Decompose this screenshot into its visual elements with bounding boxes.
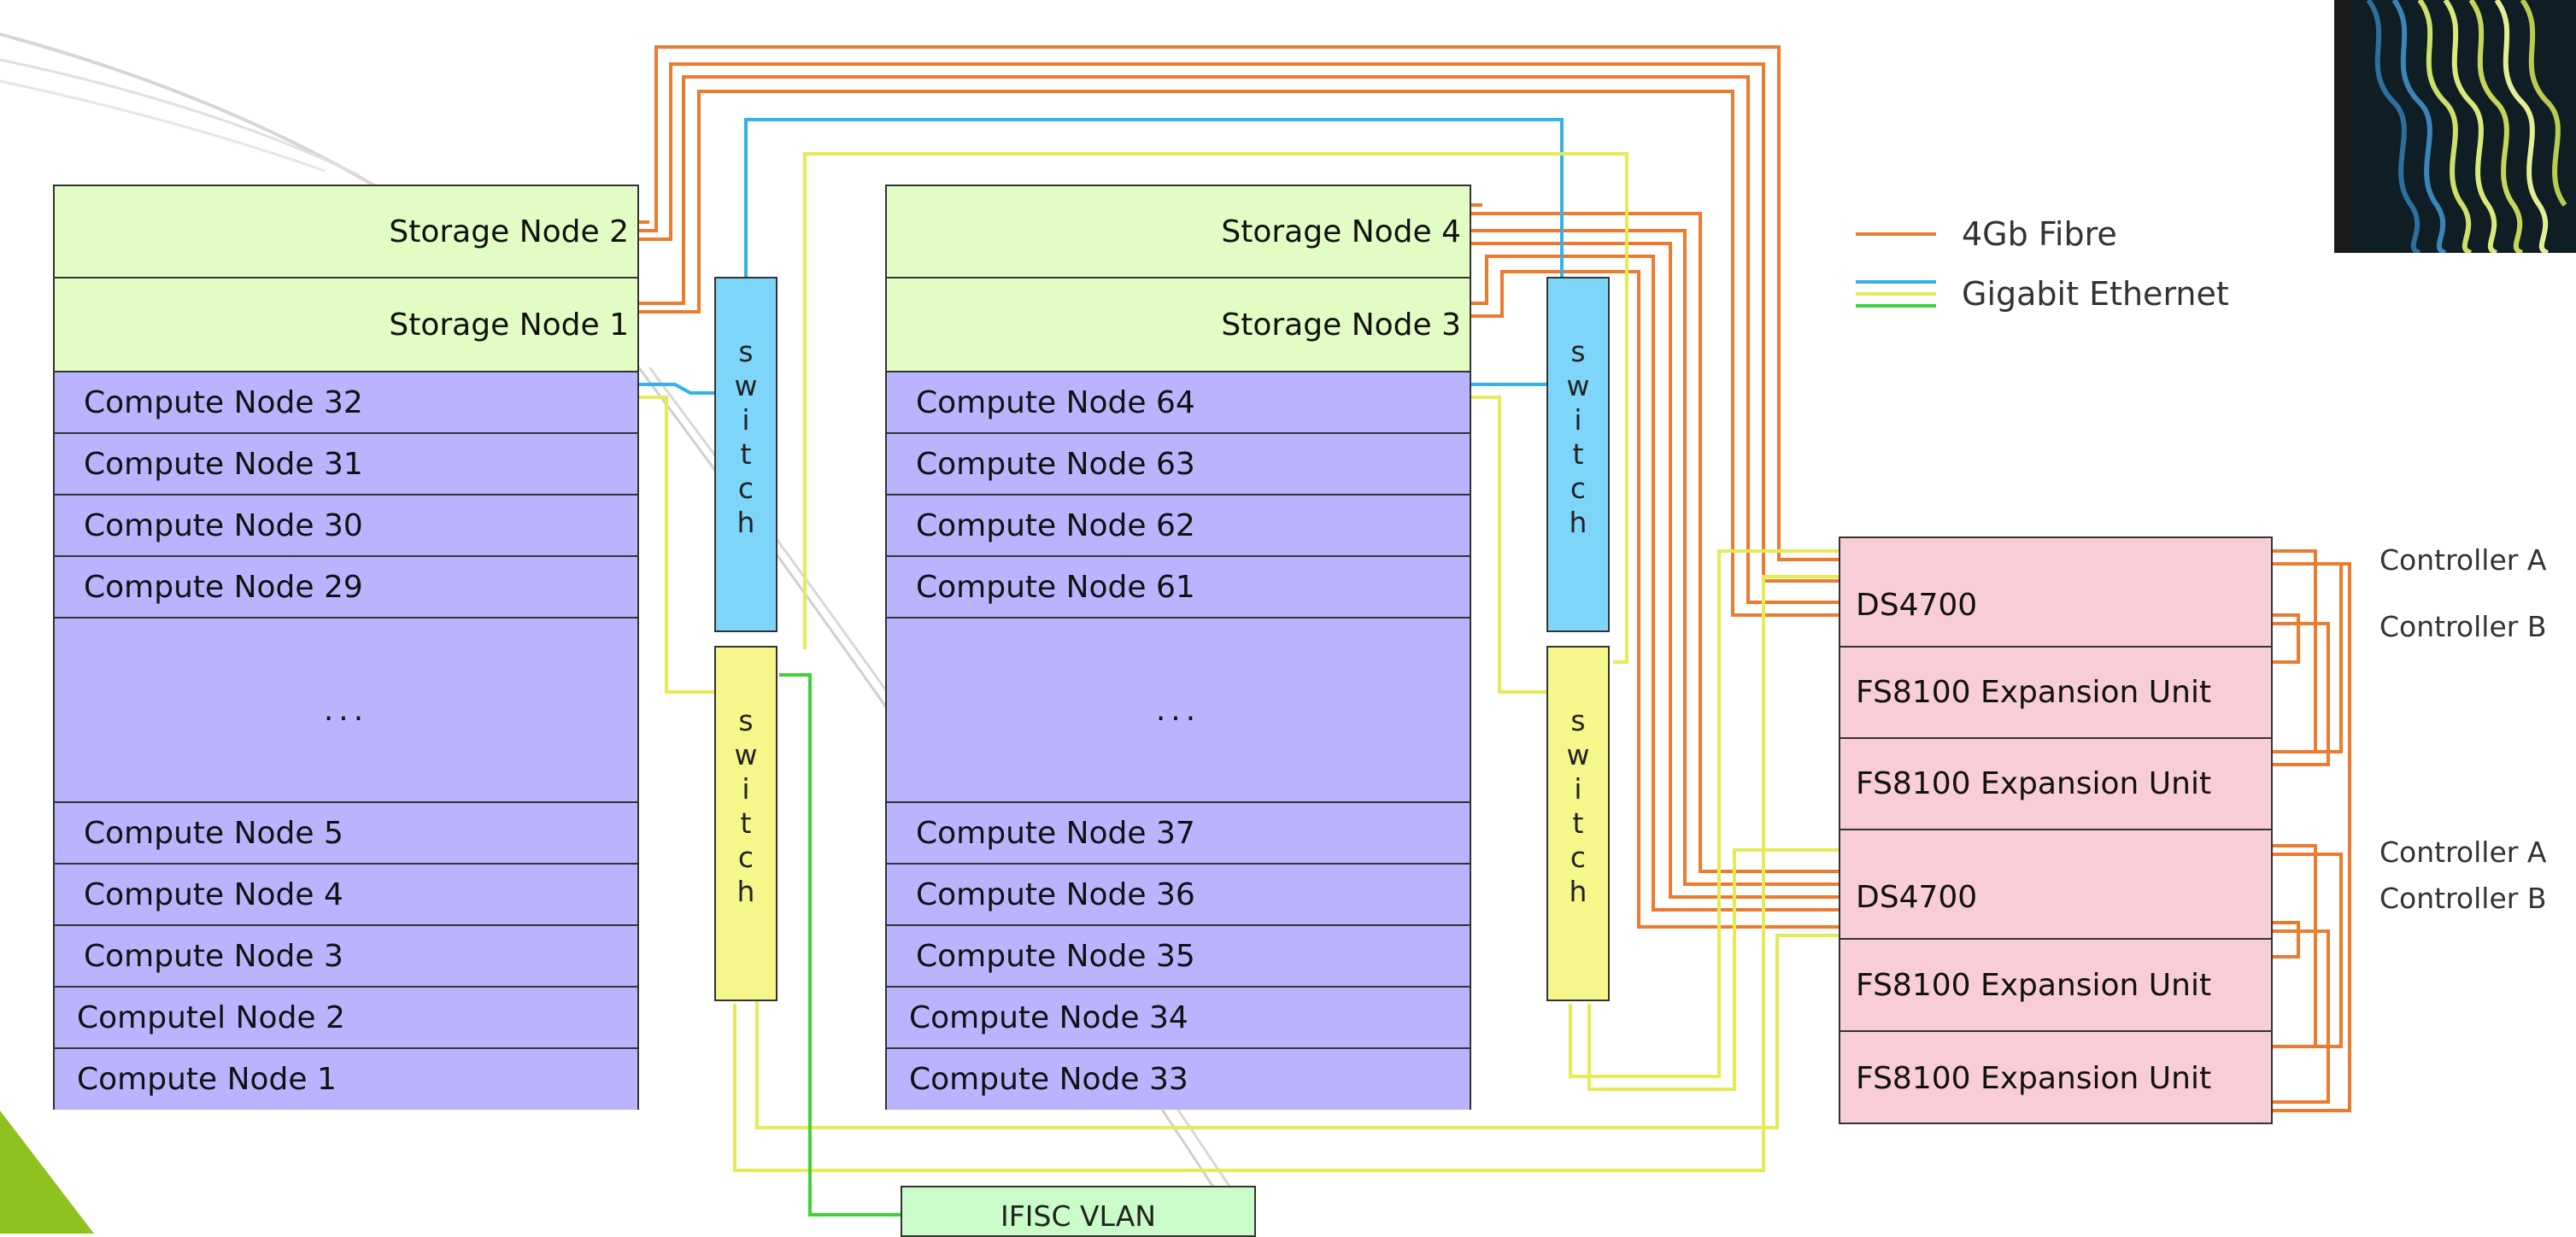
switch-letter: c <box>738 472 754 506</box>
switch-letter: s <box>1570 335 1585 369</box>
switch-letter: w <box>1567 369 1590 403</box>
ethernet-switch-1: s w i t c h <box>714 277 777 632</box>
switch-letter: w <box>735 369 758 403</box>
controller-a-label-2: Controller A <box>2379 835 2546 869</box>
switch-letter: i <box>1574 772 1581 806</box>
legend-ethernet: Gigabit Ethernet <box>1856 275 2229 313</box>
fs8100-expansion-unit-1a: FS8100 Expansion Unit <box>1840 648 2271 739</box>
fs8100-expansion-unit-2a: FS8100 Expansion Unit <box>1840 940 2271 1032</box>
storage-node-3: Storage Node 3 <box>887 278 1470 372</box>
fs8100-expansion-unit-1b: FS8100 Expansion Unit <box>1840 739 2271 830</box>
switch-letter: t <box>1573 806 1584 841</box>
storage-node-2: Storage Node 2 <box>55 186 637 278</box>
compute-node-37: Compute Node 37 <box>887 803 1470 865</box>
switch-letter: t <box>741 437 752 472</box>
compute-node-4: Compute Node 4 <box>55 865 637 926</box>
compute-node-5: Compute Node 5 <box>55 803 637 865</box>
switch-letter: s <box>738 335 753 369</box>
legend-fibre-label: 4Gb Fibre <box>1962 215 2117 253</box>
switch-letter: h <box>737 506 755 540</box>
compute-node-3: Compute Node 3 <box>55 926 637 988</box>
switch-letter: i <box>742 772 749 806</box>
switch-letter: c <box>738 841 754 875</box>
switch-letter: i <box>742 403 749 437</box>
compute-node-29: Compute Node 29 <box>55 557 637 618</box>
switch-letter: s <box>1570 704 1585 738</box>
switch-letter: s <box>738 704 753 738</box>
switch-letter: h <box>1570 875 1587 909</box>
switch-letter: t <box>1573 437 1584 472</box>
fibre-swatch <box>1856 226 1936 243</box>
switch-letter: c <box>1570 472 1586 506</box>
cabling-photo <box>2334 0 2576 253</box>
compute-node-2: Computel Node 2 <box>55 988 637 1049</box>
compute-node-35: Compute Node 35 <box>887 926 1470 988</box>
compute-node-31: Compute Node 31 <box>55 434 637 495</box>
compute-node-32: Compute Node 32 <box>55 372 637 434</box>
legend-ethernet-label: Gigabit Ethernet <box>1962 275 2229 313</box>
switch-letter: w <box>1567 738 1590 772</box>
gigabit-switch-2: s w i t c h <box>1546 646 1610 1001</box>
compute-node-64: Compute Node 64 <box>887 372 1470 434</box>
storage-node-4: Storage Node 4 <box>887 186 1470 278</box>
ethernet-swatch <box>1856 277 1936 311</box>
switch-letter: h <box>1570 506 1587 540</box>
fs8100-expansion-unit-2b: FS8100 Expansion Unit <box>1840 1032 2271 1124</box>
switch-letter: w <box>735 738 758 772</box>
compute-node-63: Compute Node 63 <box>887 434 1470 495</box>
controller-b-label-2: Controller B <box>2379 882 2546 915</box>
compute-node-33: Compute Node 33 <box>887 1049 1470 1110</box>
compute-node-61: Compute Node 61 <box>887 557 1470 618</box>
legend-fibre: 4Gb Fibre <box>1856 215 2117 253</box>
ethernet-switch-2: s w i t c h <box>1546 277 1610 632</box>
compute-node-62: Compute Node 62 <box>887 495 1470 557</box>
storage-node-1: Storage Node 1 <box>55 278 637 372</box>
ellipsis: ... <box>887 618 1470 803</box>
rack-1: Storage Node 2 Storage Node 1 Compute No… <box>53 185 639 1110</box>
switch-letter: h <box>737 875 755 909</box>
compute-node-1: Compute Node 1 <box>55 1049 637 1110</box>
switch-letter: t <box>741 806 752 841</box>
compute-node-36: Compute Node 36 <box>887 865 1470 926</box>
ellipsis: ... <box>55 618 637 803</box>
controller-a-label-1: Controller A <box>2379 543 2546 577</box>
san-storage: DS4700 FS8100 Expansion Unit FS8100 Expa… <box>1839 536 2273 1124</box>
ethernet-green-links <box>779 675 901 1215</box>
switch-letter: i <box>1574 403 1581 437</box>
compute-node-30: Compute Node 30 <box>55 495 637 557</box>
gigabit-switch-1: s w i t c h <box>714 646 777 1001</box>
controller-b-label-1: Controller B <box>2379 610 2546 643</box>
compute-node-34: Compute Node 34 <box>887 988 1470 1049</box>
ds4700-unit-1: DS4700 <box>1840 538 2271 648</box>
ifisc-vlan: IFISC VLAN <box>901 1186 1256 1237</box>
switch-letter: c <box>1570 841 1586 875</box>
ds4700-unit-2: DS4700 <box>1840 830 2271 940</box>
rack-2: Storage Node 4 Storage Node 3 Compute No… <box>885 185 1471 1110</box>
